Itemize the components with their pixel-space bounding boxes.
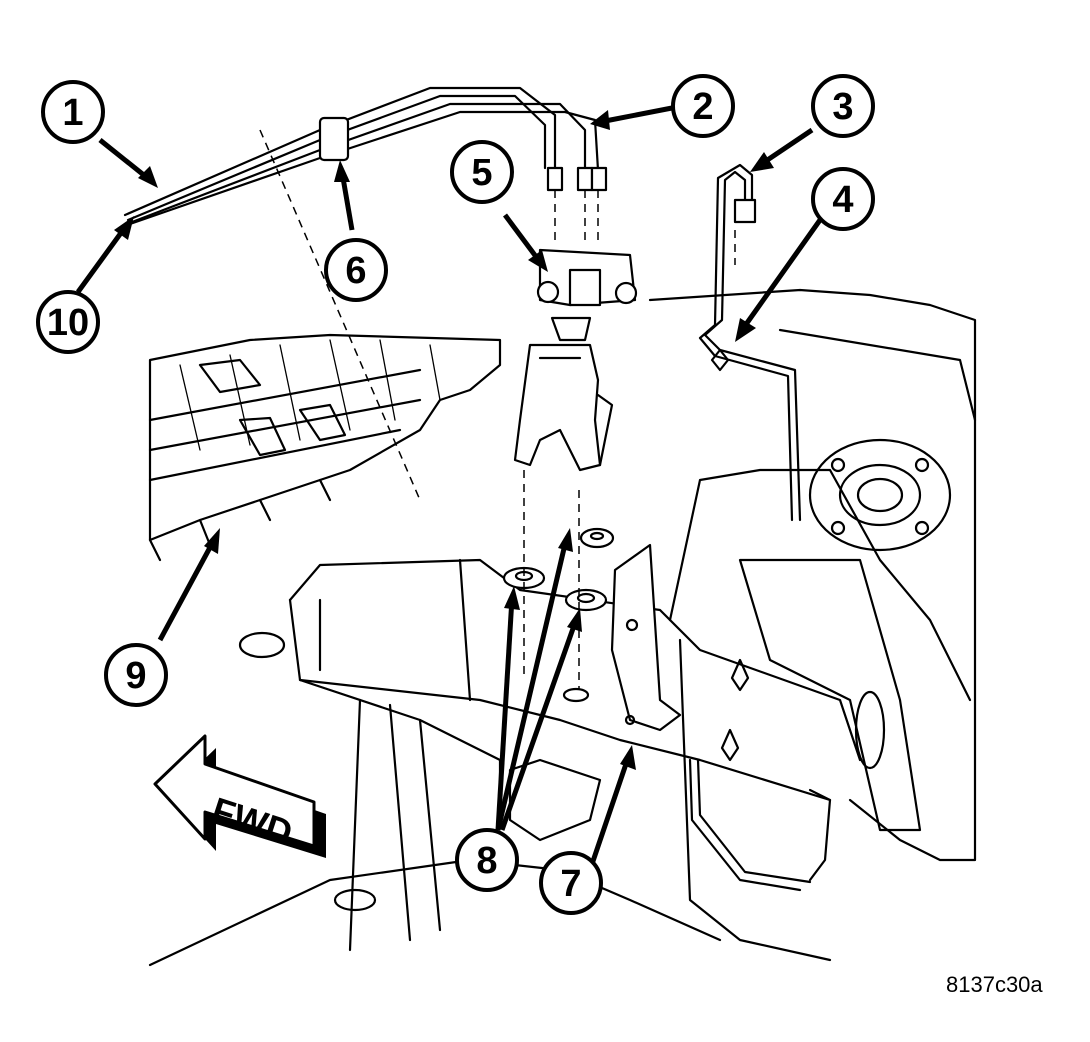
grommets [502,527,615,703]
svg-text:3: 3 [832,86,853,128]
callout-9: 9 [104,643,168,707]
callout-3: 3 [811,74,875,138]
callout-5: 5 [450,140,514,204]
callout-2: 2 [671,74,735,138]
bracket-7 [610,543,682,732]
svg-text:6: 6 [345,250,366,292]
callout-4: 4 [811,167,875,231]
proportioning-valve [536,248,638,342]
crossmember [148,333,502,562]
frame-rail [148,558,862,967]
brake-tubes [123,86,832,892]
forward-direction-arrow: FWD [153,734,326,858]
mounting-bracket [513,343,614,472]
svg-text:5: 5 [471,152,492,194]
svg-text:8: 8 [476,840,497,882]
leader-arrows [75,105,823,871]
callout-6: 6 [324,238,388,302]
svg-text:7: 7 [560,863,581,905]
callout-10: 10 [36,290,100,354]
svg-text:9: 9 [125,655,146,697]
svg-text:2: 2 [692,86,713,128]
install-guide-lines [259,129,736,690]
svg-text:10: 10 [47,302,89,344]
inner-fender [648,288,977,962]
figure-id: 8137c30a [946,972,1043,997]
svg-text:1: 1 [62,92,83,134]
callout-1: 1 [41,80,105,144]
callout-7: 7 [539,851,603,915]
svg-text:4: 4 [832,179,853,221]
callout-8: 8 [455,828,519,892]
